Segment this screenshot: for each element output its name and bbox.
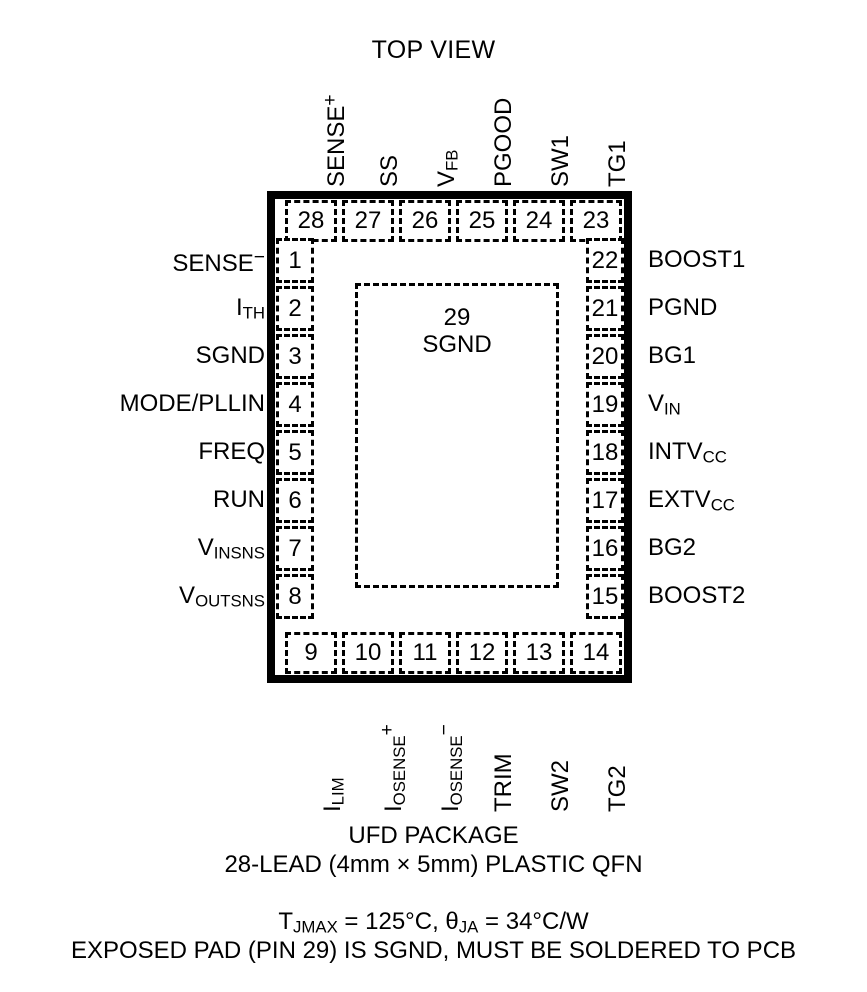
pin-pad-3: 3 [276,334,314,379]
pin-number: 7 [288,534,302,562]
pin-number: 13 [525,639,553,666]
pin-label-pgood: PGOOD [490,97,517,187]
pin-pad-21: 21 [586,286,624,331]
pin-pad-22: 22 [586,238,624,283]
pin-label-run: RUN [213,486,265,513]
pin-label-sense: SENSE+ [320,94,351,187]
pin-pad-6: 6 [276,478,314,523]
pin-pad-5: 5 [276,430,314,475]
pin-pad-10: 10 [342,632,394,674]
pin-pad-14: 14 [570,632,622,674]
pin-label-ith: ITH [235,294,265,323]
pin-number: 2 [288,294,302,322]
pin-label-tg1: TG1 [604,140,631,187]
pin-label-extvcc: EXTVCC [648,486,735,515]
pin-pad-12: 12 [456,632,508,674]
pin-label-sgnd: SGND [195,342,265,369]
page-title: TOP VIEW [371,36,496,64]
pin-label-pgnd: PGND [648,294,718,321]
pin-label-modepllin: MODE/PLLIN [119,390,265,417]
pin-pad-28: 28 [285,200,337,242]
pin-number: 18 [591,438,619,466]
pin-pad-19: 19 [586,382,624,427]
pin-label-boost2: BOOST2 [648,582,746,609]
pin-number: 21 [591,294,619,322]
pin-pad-26: 26 [399,200,451,242]
pin-number: 12 [468,639,496,666]
pin-number: 20 [591,342,619,370]
pin-pad-27: 27 [342,200,394,242]
pin-pad-1: 1 [276,238,314,283]
pin-label-ilim: ILIM [319,777,348,812]
pin-pad-23: 23 [570,200,622,242]
exposed-pad: 29 SGND [355,283,559,588]
pin-number: 9 [304,639,318,666]
pin-number: 1 [288,246,302,274]
pin-pad-16: 16 [586,526,624,571]
pin-number: 25 [468,207,496,234]
pin-number: 27 [354,207,382,234]
pin-number: 3 [288,342,302,370]
pin-pad-2: 2 [276,286,314,331]
pin-number: 8 [288,582,302,610]
package-body-outline [267,191,632,683]
pin-number: 19 [591,390,619,418]
pin-pad-17: 17 [586,478,624,523]
pin-label-bg1: BG1 [648,342,697,369]
exposed-pad-name: SGND [422,330,492,358]
pin-label-vfb: VFB [433,149,462,187]
pin-number: 11 [412,639,438,666]
pin-pad-24: 24 [513,200,565,242]
pin-number: 28 [297,207,325,234]
caption-exposed-pad-note: EXPOSED PAD (PIN 29) IS SGND, MUST BE SO… [70,937,797,964]
pin-number: 16 [591,534,619,562]
pin-pad-8: 8 [276,574,314,619]
pin-label-bg2: BG2 [648,534,697,561]
pin-label-vinsns: VINSNS [197,534,265,563]
pin-number: 6 [288,486,302,514]
pin-label-ss: SS [376,154,403,187]
pin-label-vin: VIN [648,390,681,419]
pin-pad-18: 18 [586,430,624,475]
caption-thermal-data: TJMAX = 125°C, θJA = 34°C/W [278,908,589,937]
pin-label-sw2: SW2 [547,759,574,812]
exposed-pad-number: 29 [443,304,471,331]
pin-pad-4: 4 [276,382,314,427]
pin-number: 23 [582,207,610,234]
pin-label-voutsns: VOUTSNS [179,582,265,611]
caption-package-name: UFD PACKAGE [348,822,519,849]
pin-label-iosense: IOSENSE− [434,724,466,812]
pin-label-trim: TRIM [490,753,517,812]
pin-label-tg2: TG2 [604,765,631,812]
pin-number: 5 [288,438,302,466]
pin-label-intvcc: INTVCC [648,438,727,467]
pin-number: 24 [525,207,553,234]
pin-pad-25: 25 [456,200,508,242]
caption-lead-count: 28-LEAD (4mm × 5mm) PLASTIC QFN [224,851,643,878]
pin-number: 10 [354,639,382,666]
pin-pad-11: 11 [399,632,451,674]
pin-number: 17 [591,486,619,514]
pin-number: 26 [411,207,439,234]
pin-number: 14 [582,639,610,666]
pin-pad-15: 15 [586,574,624,619]
pin-label-boost1: BOOST1 [648,246,746,273]
pin-pad-9: 9 [285,632,337,674]
pin-label-sense: SENSE− [172,247,265,278]
pin-pad-13: 13 [513,632,565,674]
pin-number: 4 [288,390,302,418]
pin-label-iosense: IOSENSE+ [377,724,409,812]
pin-pad-20: 20 [586,334,624,379]
pin-pad-7: 7 [276,526,314,571]
pin-label-sw1: SW1 [547,134,574,187]
pin-number: 22 [591,246,619,274]
pin-number: 15 [591,582,619,610]
pin-label-freq: FREQ [198,438,265,465]
